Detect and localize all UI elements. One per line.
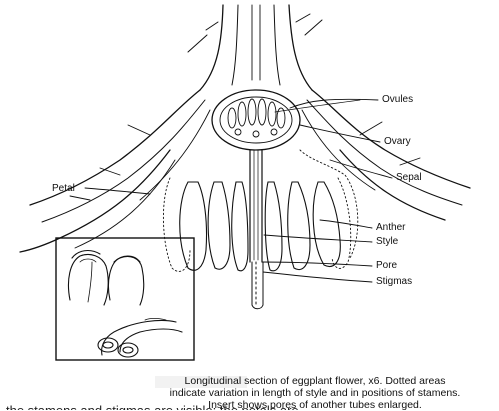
label-pore: Pore [376,260,397,272]
label-style: Style [376,236,398,248]
stamen-variation-dots [163,150,357,271]
label-sepal: Sepal [396,172,422,184]
stalk [200,5,312,90]
ovules [228,99,285,137]
stigma [252,262,263,305]
label-petal: Petal [52,183,75,195]
anthers [180,182,341,271]
label-ovules: Ovules [382,94,413,106]
caption-line-1: Longitudinal section of eggplant flower,… [145,375,485,387]
inset-pores-enlarged [68,251,182,357]
caption-line-2: indicate variation in length of style an… [145,387,485,399]
ovary [212,90,300,150]
style [250,150,262,262]
label-ovary: Ovary [384,136,411,148]
label-anther: Anther [376,222,405,234]
label-stigmas: Stigmas [376,276,412,288]
cutoff-body-text: the stamens and stigmas are visible; the… [0,401,499,410]
